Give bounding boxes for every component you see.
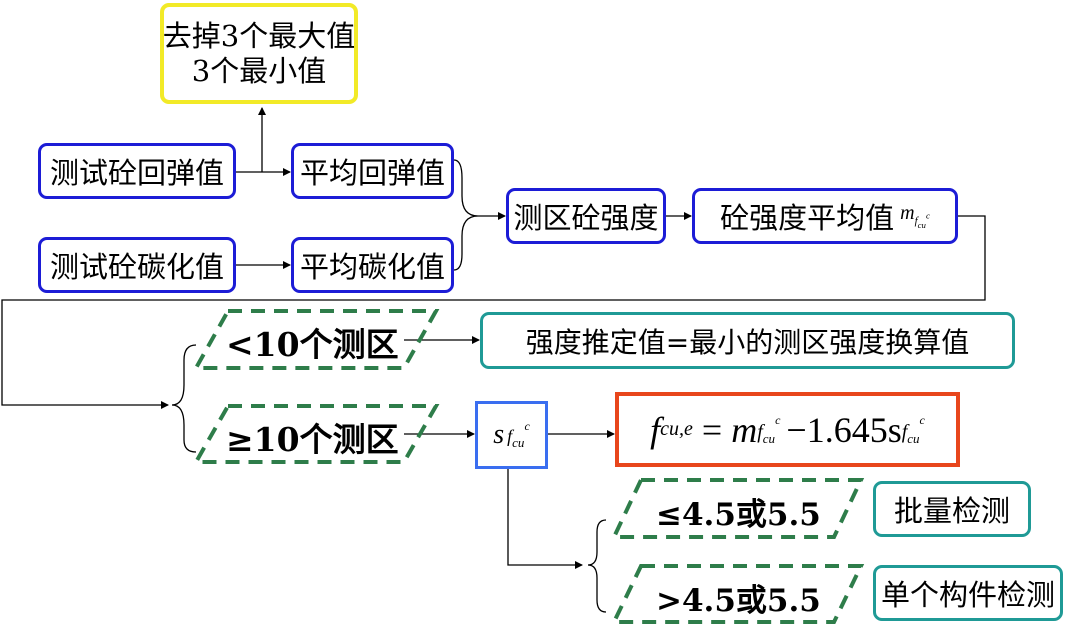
lt10-frame: [192, 309, 440, 370]
bottom-brace: [587, 519, 607, 613]
loop-back-line: [1, 215, 986, 409]
batch-test-box: 批量检测: [873, 481, 1031, 537]
lt10-result-label: 强度推定值=最小的测区强度换算值: [525, 325, 970, 359]
lt10-label: <10个测区: [226, 325, 399, 364]
merge-brace: [453, 159, 479, 271]
average-carbonation-box: 平均碳化值: [291, 237, 454, 293]
zone-strength-label: 测区砼强度: [513, 201, 659, 235]
measure-carbonation-box: 测试砼碳化值: [38, 237, 236, 293]
s-symbol: s: [493, 419, 505, 450]
le45-frame: [610, 478, 865, 539]
single-component-box: 单个构件检测: [873, 565, 1063, 621]
remove-extremes-line2: 3个最小值: [191, 53, 327, 88]
zone-strength-box: 测区砼强度: [506, 188, 666, 244]
gt45-frame: [610, 564, 865, 624]
lt10-result-box: 强度推定值=最小的测区强度换算值: [480, 312, 1015, 369]
strength-mean-label: 砼强度平均值: [720, 201, 895, 235]
measure-rebound-label: 测试砼回弹值: [49, 156, 224, 190]
strength-mean-box: 砼强度平均值 mfcuc: [692, 188, 958, 244]
batch-test-label: 批量检测: [893, 494, 1010, 528]
average-rebound-box: 平均回弹值: [291, 143, 454, 199]
le45-label: ≤4.5或5.5: [656, 497, 821, 533]
case-brace: [171, 344, 197, 453]
measure-carbonation-label: 测试砼碳化值: [49, 250, 224, 284]
mean-symbol: mfcuc: [900, 202, 930, 230]
gt45-label: >4.5或5.5: [656, 583, 821, 619]
average-rebound-label: 平均回弹值: [299, 156, 445, 190]
sd-down-line: [507, 469, 583, 569]
s-subscript: fcuc: [507, 419, 530, 450]
remove-extremes-box: 去掉3个最大值 3个最小值: [160, 3, 358, 104]
ge10-frame: [192, 404, 440, 464]
single-component-label: 单个构件检测: [880, 578, 1055, 612]
average-carbonation-label: 平均碳化值: [299, 250, 445, 284]
remove-extremes-line1: 去掉3个最大值: [162, 18, 356, 53]
ge10-label: ≥10个测区: [226, 420, 399, 459]
measure-rebound-box: 测试砼回弹值: [38, 143, 236, 199]
